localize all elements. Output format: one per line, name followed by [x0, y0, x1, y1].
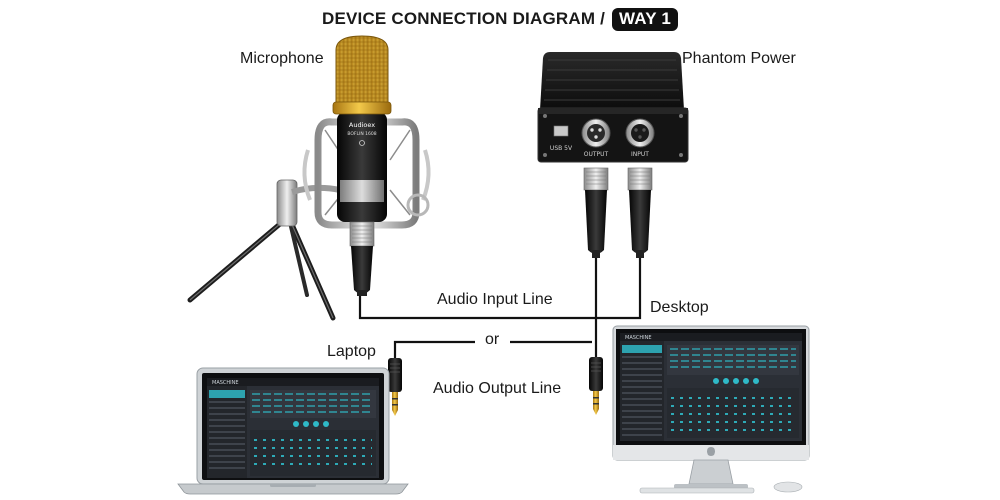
phantom-input-label: INPUT — [631, 151, 649, 158]
phantom-power-label: Phantom Power — [682, 50, 796, 67]
title-badge: WAY 1 — [611, 8, 679, 31]
desktop-image: MASCHINE — [612, 325, 810, 494]
laptop-label: Laptop — [327, 343, 376, 360]
or-label: or — [485, 331, 500, 348]
mic-brand-text: Audioex — [349, 121, 375, 129]
diagram-title: DEVICE CONNECTION DIAGRAM / WAY 1 — [0, 8, 1000, 31]
desktop-app-text: MASCHINE — [625, 335, 652, 341]
connection-lines — [358, 258, 642, 358]
laptop-app-text: MASCHINE — [212, 380, 239, 386]
phantom-usb-label: USB 5V — [550, 145, 573, 152]
xlr-plug-input — [627, 167, 653, 258]
desktop-label: Desktop — [650, 299, 709, 316]
or-branch-left — [393, 340, 475, 358]
mic-model-text: BOFLIN 1608 — [347, 131, 376, 137]
audio-jack-desktop — [589, 357, 603, 415]
audio-jack-laptop — [388, 358, 402, 416]
microphone-image: Audioex BOFLIN 1608 — [187, 35, 431, 321]
laptop-image: MASCHINE — [177, 367, 409, 495]
audio-input-line — [358, 258, 642, 320]
xlr-plug-output — [583, 167, 609, 258]
microphone-label: Microphone — [240, 50, 324, 67]
audio-output-line-label: Audio Output Line — [433, 380, 562, 397]
title-text: DEVICE CONNECTION DIAGRAM / — [321, 9, 606, 28]
phantom-power-image: USB 5V OUTPUT INPUT — [537, 52, 689, 163]
audio-input-line-label: Audio Input Line — [437, 291, 553, 308]
phantom-output-label: OUTPUT — [584, 151, 609, 158]
